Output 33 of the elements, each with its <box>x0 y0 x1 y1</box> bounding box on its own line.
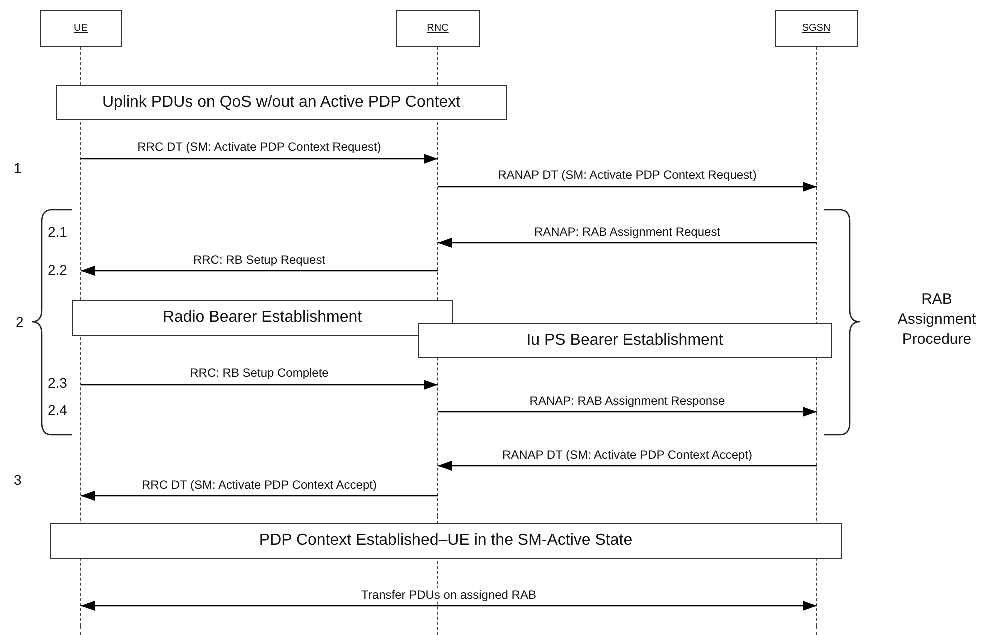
step-number: 2.1 <box>48 224 68 240</box>
message-label: RANAP: RAB Assignment Request <box>532 225 723 239</box>
message-label: RRC: RB Setup Complete <box>188 366 331 380</box>
message-arrow <box>81 154 438 164</box>
message-label: RANAP: RAB Assignment Response <box>528 394 728 408</box>
state-box: PDP Context Established–UE in the SM-Active State <box>50 523 842 559</box>
message-arrow <box>438 182 817 192</box>
message-arrow <box>81 380 438 390</box>
step-number: 3 <box>14 472 22 488</box>
participant-box: SGSN <box>775 10 858 47</box>
message-arrow <box>438 461 817 471</box>
step-number: 2 <box>16 314 24 330</box>
message-arrow <box>81 601 817 611</box>
participant-box: RNC <box>396 10 480 47</box>
message-label: RRC DT (SM: Activate PDP Context Accept) <box>140 478 379 492</box>
step-number: 2.3 <box>48 375 68 391</box>
state-box: Uplink PDUs on QoS w/out an Active PDP Context <box>56 85 507 120</box>
state-box: Iu PS Bearer Establishment <box>418 323 832 358</box>
message-arrow <box>438 238 817 248</box>
message-label: Transfer PDUs on assigned RAB <box>360 588 538 602</box>
message-label: RANAP DT (SM: Activate PDP Context Request) <box>496 168 759 182</box>
message-label: RRC: RB Setup Request <box>191 253 328 267</box>
message-arrow <box>81 491 438 501</box>
step-number: 1 <box>14 160 22 176</box>
message-arrow <box>438 407 817 417</box>
message-label: RRC DT (SM: Activate PDP Context Request) <box>136 140 384 154</box>
participant-box: UE <box>40 10 122 47</box>
step-number: 2.2 <box>48 262 68 278</box>
message-arrow <box>81 266 438 276</box>
message-label: RANAP DT (SM: Activate PDP Context Accept) <box>500 448 755 462</box>
state-box: Radio Bearer Establishment <box>72 300 453 336</box>
step-number: 2.4 <box>48 402 68 418</box>
procedure-label: RAB Assignment Procedure <box>896 290 978 350</box>
